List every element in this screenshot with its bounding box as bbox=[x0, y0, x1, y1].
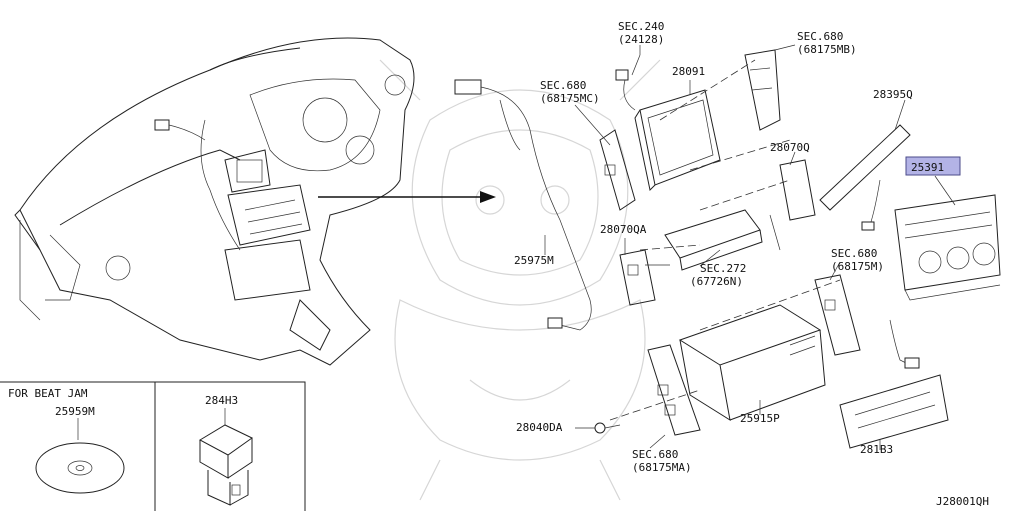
panel-281b3 bbox=[839, 319, 949, 449]
alignment-lines bbox=[609, 59, 841, 421]
label-284h3[interactable]: 284H3 bbox=[205, 394, 238, 407]
bracket-68175m bbox=[814, 274, 861, 356]
unit-25915p bbox=[678, 304, 826, 422]
bracket-68175mc bbox=[599, 129, 636, 211]
label-25959m[interactable]: 25959M bbox=[55, 405, 95, 418]
watermark-emblem bbox=[379, 59, 661, 501]
disc-illustration bbox=[35, 442, 125, 494]
inset-panels bbox=[0, 381, 306, 511]
control-panel-25391 bbox=[894, 194, 1001, 301]
inset-beat-jam-title: FOR BEAT JAM bbox=[8, 387, 88, 400]
bar-28395q bbox=[819, 124, 911, 231]
label-sec240-part[interactable]: (24128) bbox=[618, 33, 664, 46]
label-25915p[interactable]: 25915P bbox=[740, 412, 780, 425]
label-sec272[interactable]: SEC.272 bbox=[700, 262, 746, 275]
leader-lines bbox=[544, 44, 956, 450]
label-sec272-part[interactable]: (67726N) bbox=[690, 275, 743, 288]
label-sec680-mb-part[interactable]: (68175MB) bbox=[797, 43, 857, 56]
label-sec680-m-part[interactable]: (68175M) bbox=[831, 260, 884, 273]
bracket-28070q bbox=[769, 159, 816, 251]
label-sec680-mb[interactable]: SEC.680 bbox=[797, 30, 843, 43]
connector-illustration bbox=[198, 424, 253, 506]
diagram-code: J28001QH bbox=[936, 495, 989, 508]
label-28070q[interactable]: 28070Q bbox=[770, 141, 810, 154]
display-unit bbox=[615, 54, 721, 192]
highlight-box bbox=[905, 156, 961, 176]
pointer-arrow bbox=[318, 191, 496, 203]
label-28040da[interactable]: 28040DA bbox=[516, 421, 563, 434]
bracket-68175mb bbox=[744, 49, 781, 131]
dashboard-illustration bbox=[14, 37, 415, 366]
label-sec680-mc-part[interactable]: (68175MC) bbox=[540, 92, 600, 105]
label-281b3[interactable]: 281B3 bbox=[860, 443, 893, 456]
bracket-28070qa bbox=[619, 249, 670, 306]
label-sec680-m[interactable]: SEC.680 bbox=[831, 247, 877, 260]
label-28070qa[interactable]: 28070QA bbox=[600, 223, 647, 236]
label-28395q[interactable]: 28395Q bbox=[873, 88, 913, 101]
label-sec240[interactable]: SEC.240 bbox=[618, 20, 664, 33]
module-67726n bbox=[664, 209, 763, 271]
label-25975m[interactable]: 25975M bbox=[514, 254, 554, 267]
label-28091[interactable]: 28091 bbox=[672, 65, 705, 78]
label-25391[interactable]: 25391 bbox=[911, 161, 944, 174]
antenna-cable bbox=[454, 79, 592, 331]
label-sec680-ma[interactable]: SEC.680 bbox=[632, 448, 678, 461]
label-sec680-ma-part[interactable]: (68175MA) bbox=[632, 461, 692, 474]
bracket-68175ma bbox=[647, 344, 701, 436]
label-sec680-mc[interactable]: SEC.680 bbox=[540, 79, 586, 92]
